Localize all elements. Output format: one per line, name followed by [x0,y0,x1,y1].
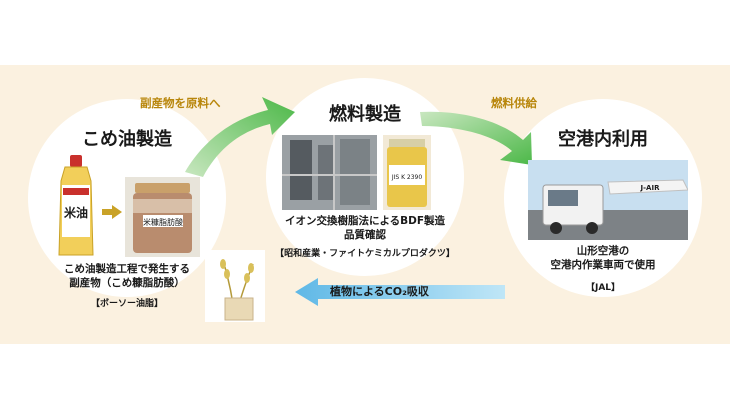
rice-oil-caption-2: 副産物（こめ糠脂肪酸） [69,277,185,289]
fuel-title: 燃料製造 [329,104,401,125]
rice-oil-bottle-image: 米油 [55,155,97,258]
sample-jar-label-text: JIS K 2390 [391,174,423,181]
airport-source: 【JAL】 [585,283,621,293]
bdf-plant-image [282,135,377,210]
rice-bran-jar-image: 米糠脂肪酸 [125,177,200,257]
small-arrow-icon [102,205,122,219]
label-co2: 植物によるCO₂吸収 [330,285,429,298]
label-to-airport: 燃料供給 [491,96,537,110]
fuel-caption-1: イオン交換樹脂法によるBDF製造 [284,215,446,227]
arrow-right-curve [420,111,532,165]
airport-caption-1: 山形空港の [576,245,630,257]
bottle-label-text: 米油 [64,205,88,220]
fuel-caption-2: 品質確認 [344,229,386,241]
arrow-left-curve [185,97,295,177]
arrow-co2 [295,278,505,306]
airport-caption-2: 空港内作業車両で使用 [550,259,656,271]
bdf-sample-jar-image: JIS K 2390 [383,135,431,210]
airport-title: 空港内利用 [558,129,648,150]
jar-label-text: 米糠脂肪酸 [143,217,183,227]
plane-text: J-AIR [640,184,661,192]
fuel-source: 【昭和産業・ファイトケミカルプロダクツ】 [275,249,455,259]
rice-plant-image [205,250,265,322]
rice-oil-caption-1: こめ油製造工程で発生する [64,263,190,275]
rice-oil-source: 【ボーソー油脂】 [90,299,163,309]
airport-vehicle-image: J-AIR [528,160,688,240]
label-to-fuel: 副産物を原料へ [140,96,221,110]
rice-oil-title: こめ油製造 [82,129,172,150]
